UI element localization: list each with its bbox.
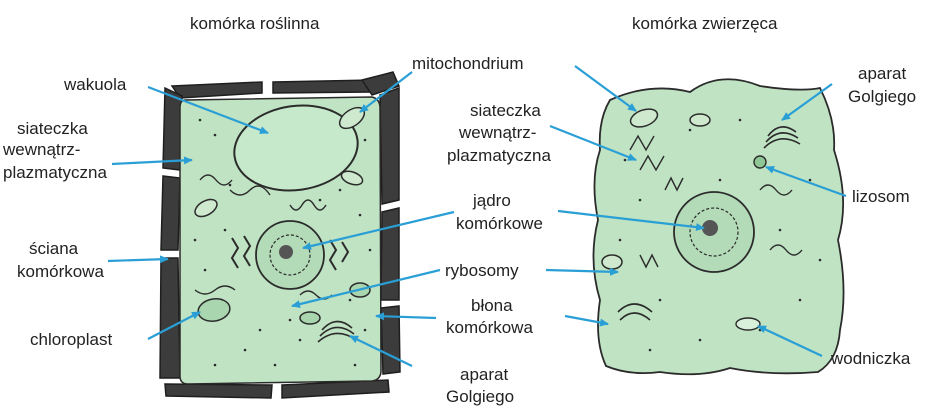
animal-cell — [593, 79, 843, 374]
animal-cell-title: komórka zwierzęca — [632, 14, 778, 34]
label-nucleus-1: jądro — [473, 191, 511, 211]
label-vacuole: wakuola — [64, 75, 126, 95]
animal-vesicle — [736, 318, 760, 330]
animal-lysosome — [754, 156, 766, 168]
label-animal-er-2: wewnątrz- — [459, 123, 536, 143]
label-plant-golgi-2: Golgiego — [446, 387, 514, 407]
label-vesicle: wodniczka — [831, 349, 910, 369]
label-animal-er-1: siateczka — [470, 101, 541, 121]
label-animal-golgi-1: aparat — [858, 64, 906, 84]
label-animal-er-3: plazmatyczna — [447, 146, 551, 166]
plant-cell-title: komórka roślinna — [190, 14, 319, 34]
label-membrane-1: błona — [471, 296, 513, 316]
arrow-mito-animal — [575, 66, 636, 111]
label-mitochondrion: mitochondrium — [412, 54, 524, 74]
label-wall-1: ściana — [29, 239, 78, 259]
arrow-wall — [108, 259, 168, 261]
label-plant-er-3: plazmatyczna — [3, 163, 107, 183]
label-plant-er-1: siateczka — [17, 119, 88, 139]
label-chloroplast: chloroplast — [30, 330, 112, 350]
label-animal-golgi-2: Golgiego — [848, 87, 916, 107]
plant-cell — [160, 72, 400, 398]
label-membrane-2: komórkowa — [446, 318, 533, 338]
label-wall-2: komórkowa — [17, 262, 104, 282]
label-nucleus-2: komórkowe — [456, 214, 543, 234]
plant-nucleus — [256, 221, 324, 289]
label-plant-er-2: wewnątrz- — [3, 140, 80, 160]
animal-nucleus — [674, 192, 754, 272]
label-plant-golgi-1: aparat — [460, 365, 508, 385]
label-ribosomes: rybosomy — [445, 261, 519, 281]
label-lysosome: lizosom — [852, 187, 910, 207]
